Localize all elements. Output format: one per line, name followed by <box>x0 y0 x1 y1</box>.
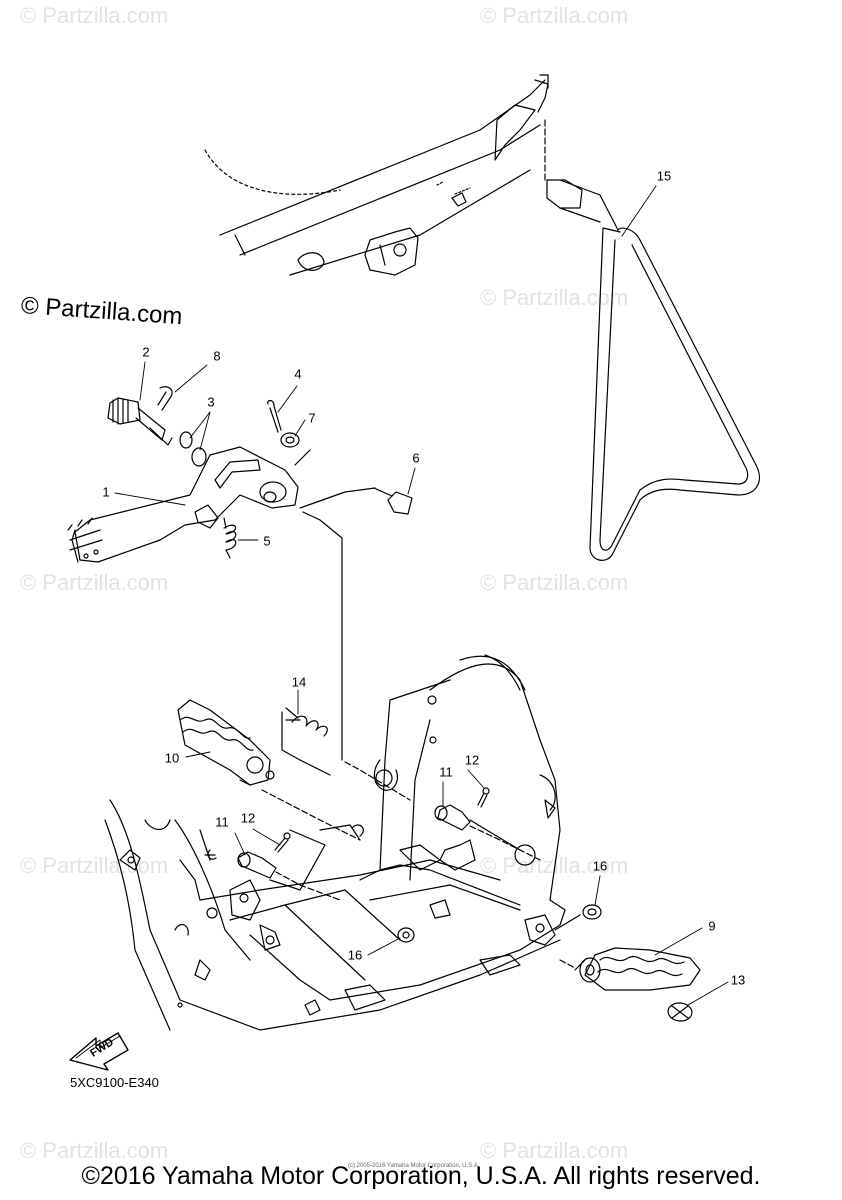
callout-3: 3 <box>207 394 215 410</box>
brake-pedal-assembly <box>67 386 413 801</box>
copyright-footer: ©2016 Yamaha Motor Corporation, U.S.A. A… <box>81 1162 761 1190</box>
callout-4: 4 <box>294 366 302 382</box>
callout-12-right: 12 <box>464 752 480 768</box>
callout-16-left: 16 <box>347 947 363 963</box>
leader-lines <box>114 185 729 1006</box>
bolts-and-pins <box>237 787 541 901</box>
small-copyright: (c) 2005-2016 Yamaha Motor Corporation, … <box>348 1163 480 1169</box>
callout-15: 15 <box>656 168 672 184</box>
rear-frame-top <box>204 74 549 276</box>
callout-7: 7 <box>308 410 316 426</box>
callout-1: 1 <box>102 484 110 500</box>
watermark: © Partzilla.com <box>480 285 629 310</box>
watermark: © Partzilla.com <box>20 3 169 28</box>
callout-6: 6 <box>412 450 420 466</box>
callout-8: 8 <box>213 348 221 364</box>
lower-frame <box>104 654 566 1031</box>
callout-9: 9 <box>708 918 716 934</box>
watermark: © Partzilla.com <box>20 1138 169 1163</box>
callout-11-right: 11 <box>439 764 453 780</box>
callout-13: 13 <box>730 972 746 988</box>
watermark: © Partzilla.com <box>20 853 169 878</box>
callout-16-right: 16 <box>592 858 608 874</box>
diagram-code: 5XC9100-E340 <box>70 1075 159 1090</box>
rear-stand <box>544 119 760 561</box>
callout-11-left: 11 <box>215 814 229 830</box>
watermark: © Partzilla.com <box>480 1138 629 1163</box>
left-footrest <box>177 699 361 841</box>
callout-10: 10 <box>164 750 180 766</box>
callout-12-left: 12 <box>240 810 256 826</box>
fwd-arrow-icon <box>69 1032 129 1071</box>
callout-5: 5 <box>263 533 271 549</box>
watermark: © Partzilla.com <box>480 570 629 595</box>
right-footrest <box>397 904 701 1022</box>
callout-14: 14 <box>291 674 307 690</box>
watermark: © Partzilla.com <box>20 570 169 595</box>
watermark: © Partzilla.com <box>480 3 629 28</box>
callout-2: 2 <box>142 344 150 360</box>
